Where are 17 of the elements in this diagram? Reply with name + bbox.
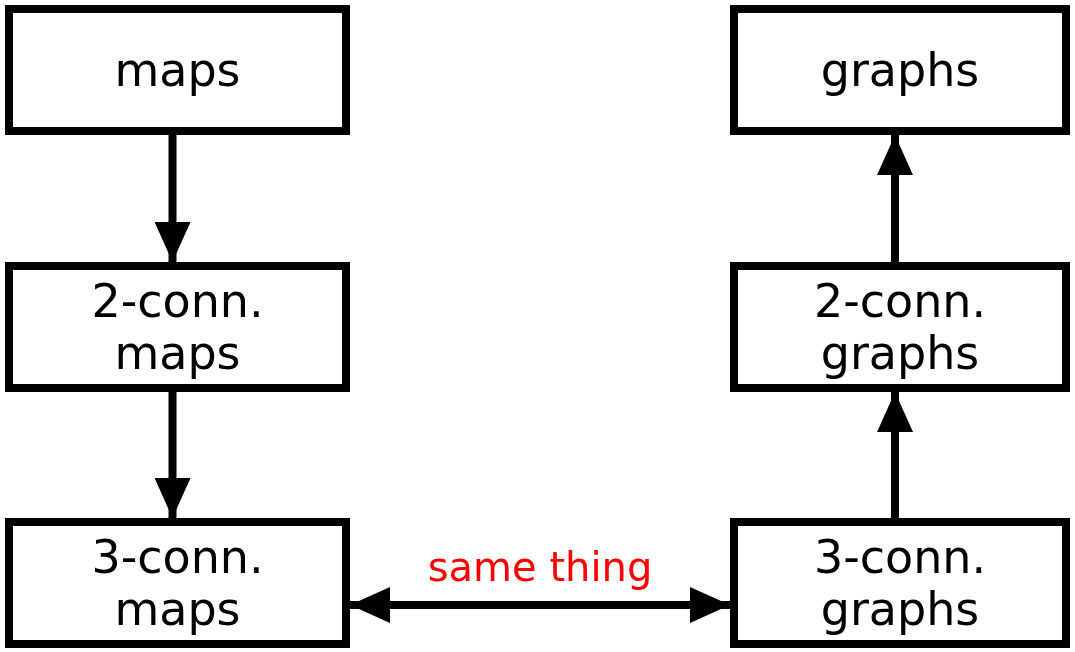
box	[730, 518, 1070, 648]
arrow	[350, 587, 730, 623]
node-label: maps	[114, 44, 241, 96]
arrow	[154, 135, 191, 262]
node-label: 3-conn. maps	[90, 531, 265, 635]
arrow	[154, 392, 191, 518]
node-label: graphs	[820, 44, 980, 96]
node-label: 2-conn. graphs	[812, 275, 988, 379]
box	[730, 5, 1070, 135]
box	[730, 262, 1070, 392]
node-label: 2-conn. maps	[90, 275, 265, 379]
arrow	[877, 135, 913, 262]
box	[5, 518, 350, 648]
box	[5, 262, 350, 392]
arrow	[877, 392, 913, 518]
node-label: 3-conn. graphs	[812, 531, 988, 635]
box	[5, 5, 350, 135]
